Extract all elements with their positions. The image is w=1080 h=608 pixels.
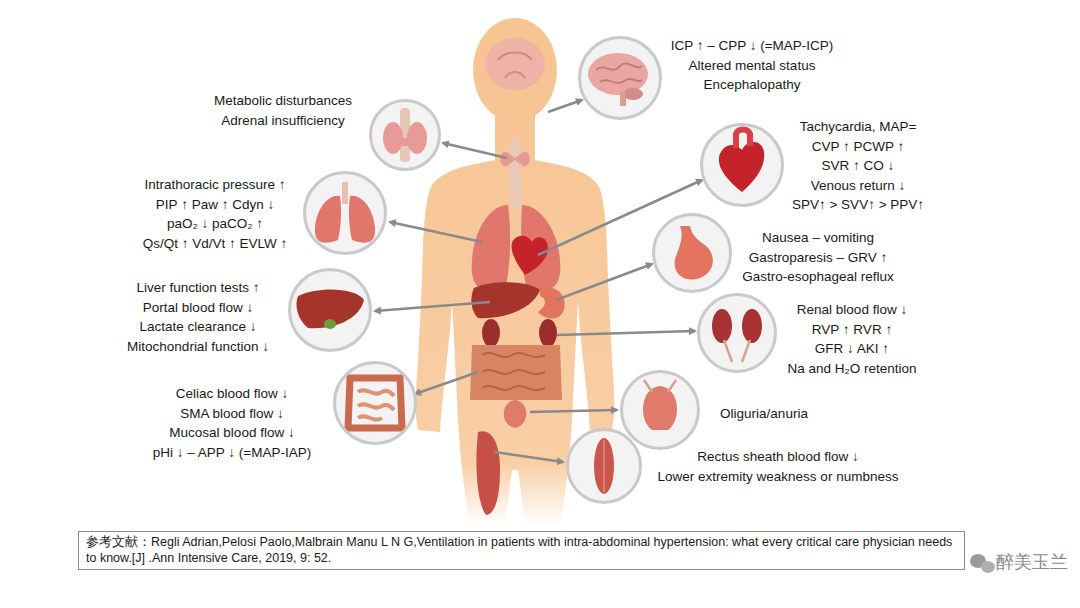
effect-text: Gastroparesis – GRV ↑	[742, 248, 894, 268]
effect-text: SPV↑ > SVV↑ > PPV↑	[792, 195, 924, 215]
effect-list: ICP ↑ – CPP ↓ (=MAP-ICP)Altered mental s…	[671, 36, 834, 95]
watermark: 醉美玉兰	[996, 551, 1068, 573]
effect-text: Adrenal insufficiency	[214, 111, 352, 131]
effect-text: Qs/Qt ↑ Vd/Vt ↑ EVLW ↑	[143, 234, 288, 254]
effect-text: Altered mental status	[671, 56, 834, 76]
organ-circle: Celiac blood flow ↓SMA blood flow ↓Mucos…	[333, 361, 417, 445]
effect-text: CVP ↑ PCWP ↑	[792, 137, 924, 157]
effect-text: Mitochondrial function ↓	[127, 337, 269, 357]
organ-circle: Renal blood flow ↓RVP ↑ RVR ↑GFR ↓ AKI ↑…	[697, 293, 777, 373]
effect-list: Liver function tests ↑Portal blood flow …	[127, 278, 269, 356]
effect-list: Metabolic disturbancesAdrenal insufficie…	[214, 91, 352, 130]
effect-text: Portal blood flow ↓	[127, 298, 269, 318]
effect-text: ICP ↑ – CPP ↓ (=MAP-ICP)	[671, 36, 834, 56]
effect-text: RVP ↑ RVR ↑	[787, 320, 916, 340]
effect-text: Intrathoracic pressure ↑	[143, 175, 288, 195]
effect-list: Rectus sheath blood flow ↓Lower extremit…	[658, 447, 899, 486]
effect-list: Celiac blood flow ↓SMA blood flow ↓Mucos…	[153, 384, 311, 462]
effect-text: Venous return ↓	[792, 176, 924, 196]
effect-text: GFR ↓ AKI ↑	[787, 339, 916, 359]
organ-circle: Nausea – vomitingGastroparesis – GRV ↑Ga…	[652, 213, 732, 293]
effect-text: SVR ↑ CO ↓	[792, 156, 924, 176]
effect-list: Tachycardia, MAP=CVP ↑ PCWP ↑SVR ↑ CO ↓V…	[792, 117, 924, 215]
effect-text: Renal blood flow ↓	[787, 300, 916, 320]
effect-text: pHi ↓ – APP ↓ (=MAP-IAP)	[153, 443, 311, 463]
effect-list: Intrathoracic pressure ↑PIP ↑ Paw ↑ Cdyn…	[143, 175, 288, 253]
effect-list: Nausea – vomitingGastroparesis – GRV ↑Ga…	[742, 228, 894, 287]
effect-text: Lower extremity weakness or numbness	[658, 467, 899, 487]
effect-text: Na and H₂O retention	[787, 359, 916, 379]
reference-text: 参考文献：Regli Adrian,Pelosi Paolo,Malbrain …	[86, 535, 957, 566]
organ-circle: Liver function tests ↑Portal blood flow …	[288, 268, 372, 352]
effect-text: Celiac blood flow ↓	[153, 384, 311, 404]
organ-circle: Metabolic disturbancesAdrenal insufficie…	[369, 99, 441, 171]
effect-text: Mucosal blood flow ↓	[153, 423, 311, 443]
effect-text: SMA blood flow ↓	[153, 404, 311, 424]
effect-text: Oliguria/anuria	[720, 404, 808, 424]
organ-circle: Rectus sheath blood flow ↓Lower extremit…	[566, 428, 642, 504]
effect-list: Oliguria/anuria	[720, 404, 808, 424]
organ-circle: Intrathoracic pressure ↑PIP ↑ Paw ↑ Cdyn…	[303, 171, 387, 255]
organ-circle: ICP ↑ – CPP ↓ (=MAP-ICP)Altered mental s…	[578, 36, 662, 120]
effect-list: Renal blood flow ↓RVP ↑ RVR ↑GFR ↓ AKI ↑…	[787, 300, 916, 378]
effect-text: Rectus sheath blood flow ↓	[658, 447, 899, 467]
effect-text: Nausea – vomiting	[742, 228, 894, 248]
effect-text: PIP ↑ Paw ↑ Cdyn ↓	[143, 195, 288, 215]
effect-text: Liver function tests ↑	[127, 278, 269, 298]
effect-text: Tachycardia, MAP=	[792, 117, 924, 137]
effect-text: Metabolic disturbances	[214, 91, 352, 111]
organ-circle: Tachycardia, MAP=CVP ↑ PCWP ↑SVR ↑ CO ↓V…	[700, 123, 784, 207]
reference-box: 参考文献：Regli Adrian,Pelosi Paolo,Malbrain …	[78, 531, 965, 570]
effect-text: Gastro-esophageal reflux	[742, 267, 894, 287]
organ-circle: Oliguria/anuria	[620, 370, 700, 450]
effect-text: paO₂ ↓ paCO₂ ↑	[143, 214, 288, 234]
effect-text: Encephalopathy	[671, 75, 834, 95]
effect-text: Lactate clearance ↓	[127, 317, 269, 337]
